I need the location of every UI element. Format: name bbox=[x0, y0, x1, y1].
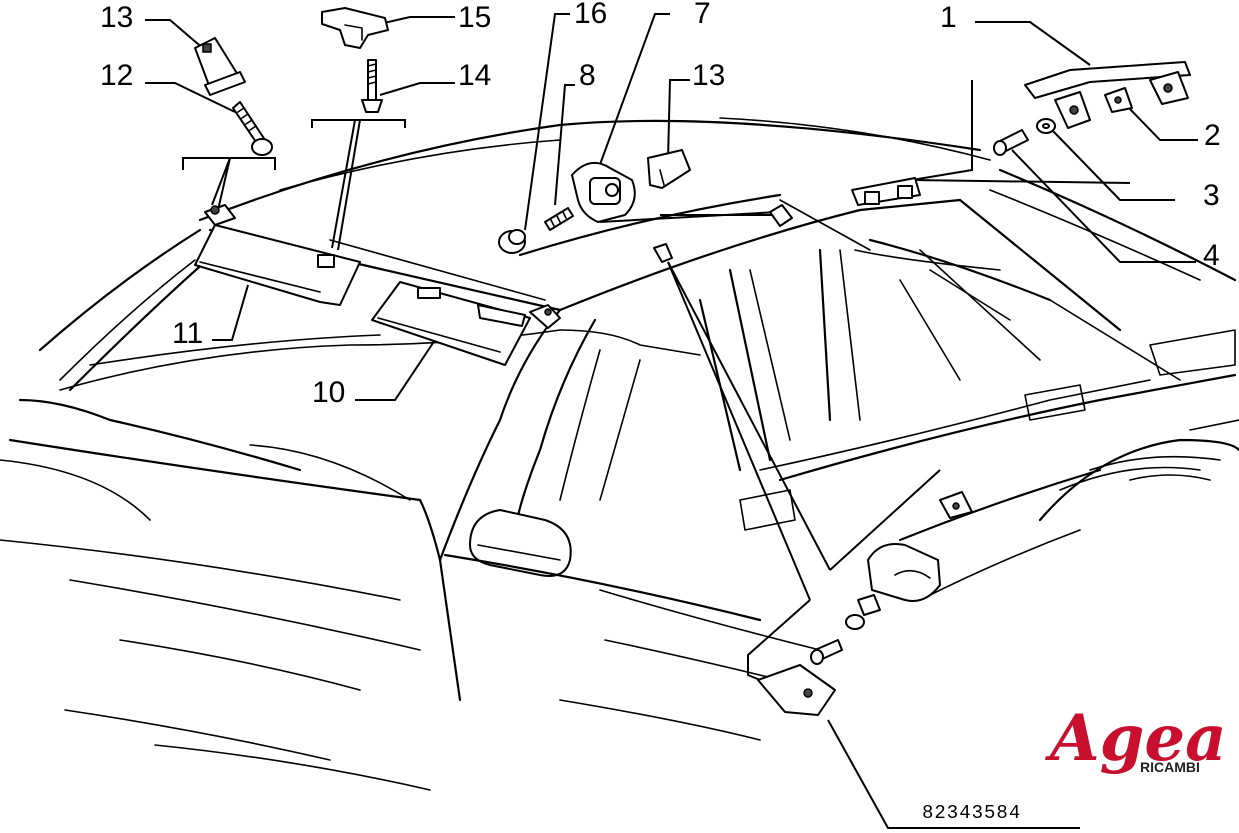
clip-small-icon bbox=[653, 204, 793, 263]
part-7-grab-handle-icon bbox=[571, 161, 636, 223]
callout-10: 10 bbox=[312, 376, 345, 409]
part-11-sun-visor-left-icon bbox=[194, 204, 361, 306]
callout-8: 8 bbox=[579, 59, 596, 92]
part-13-clip-mid-icon bbox=[647, 149, 691, 189]
part-3-washer-icon bbox=[1036, 118, 1056, 134]
part-1-grab-handle-icon bbox=[1024, 61, 1191, 129]
callout-15: 15 bbox=[458, 1, 491, 34]
callout-13-mid: 13 bbox=[692, 59, 725, 92]
car-body-outline bbox=[0, 117, 1239, 791]
callout-3: 3 bbox=[1203, 179, 1220, 212]
part-15-bracket-icon bbox=[321, 7, 389, 49]
rear-handle-assembly-icon bbox=[757, 491, 973, 716]
callout-1: 1 bbox=[940, 1, 957, 34]
callout-11: 11 bbox=[172, 317, 203, 350]
part-16-bush-icon bbox=[498, 229, 526, 254]
part-8-screw-icon bbox=[544, 207, 574, 231]
part-10-sun-visor-right-icon bbox=[371, 281, 561, 366]
part-13-clip-icon bbox=[194, 37, 246, 96]
part-number-label: 82343584 bbox=[922, 802, 1021, 824]
callout-12: 12 bbox=[100, 59, 133, 92]
callout-2: 2 bbox=[1204, 119, 1221, 152]
part-14-bolt-icon bbox=[361, 59, 383, 113]
leader-lines bbox=[145, 13, 1198, 829]
callout-4: 4 bbox=[1203, 239, 1220, 272]
logo-subtitle: RICAMBI bbox=[1140, 759, 1200, 775]
part-12-screw-icon bbox=[232, 101, 273, 156]
callout-13-top: 13 bbox=[100, 1, 133, 34]
part-2-clip-icon bbox=[1104, 87, 1133, 113]
agea-ricambi-logo: Agea RICAMBI bbox=[1045, 701, 1227, 776]
roof-bracket-icon bbox=[851, 177, 921, 206]
callout-7: 7 bbox=[694, 0, 711, 30]
logo-brand-text: Agea bbox=[1045, 701, 1227, 776]
callout-14: 14 bbox=[458, 59, 491, 92]
part-4-screw-icon bbox=[993, 129, 1029, 156]
callout-16: 16 bbox=[574, 0, 607, 30]
callout-labels: 13 12 15 14 16 8 7 13 1 2 3 4 11 10 bbox=[100, 0, 1221, 409]
